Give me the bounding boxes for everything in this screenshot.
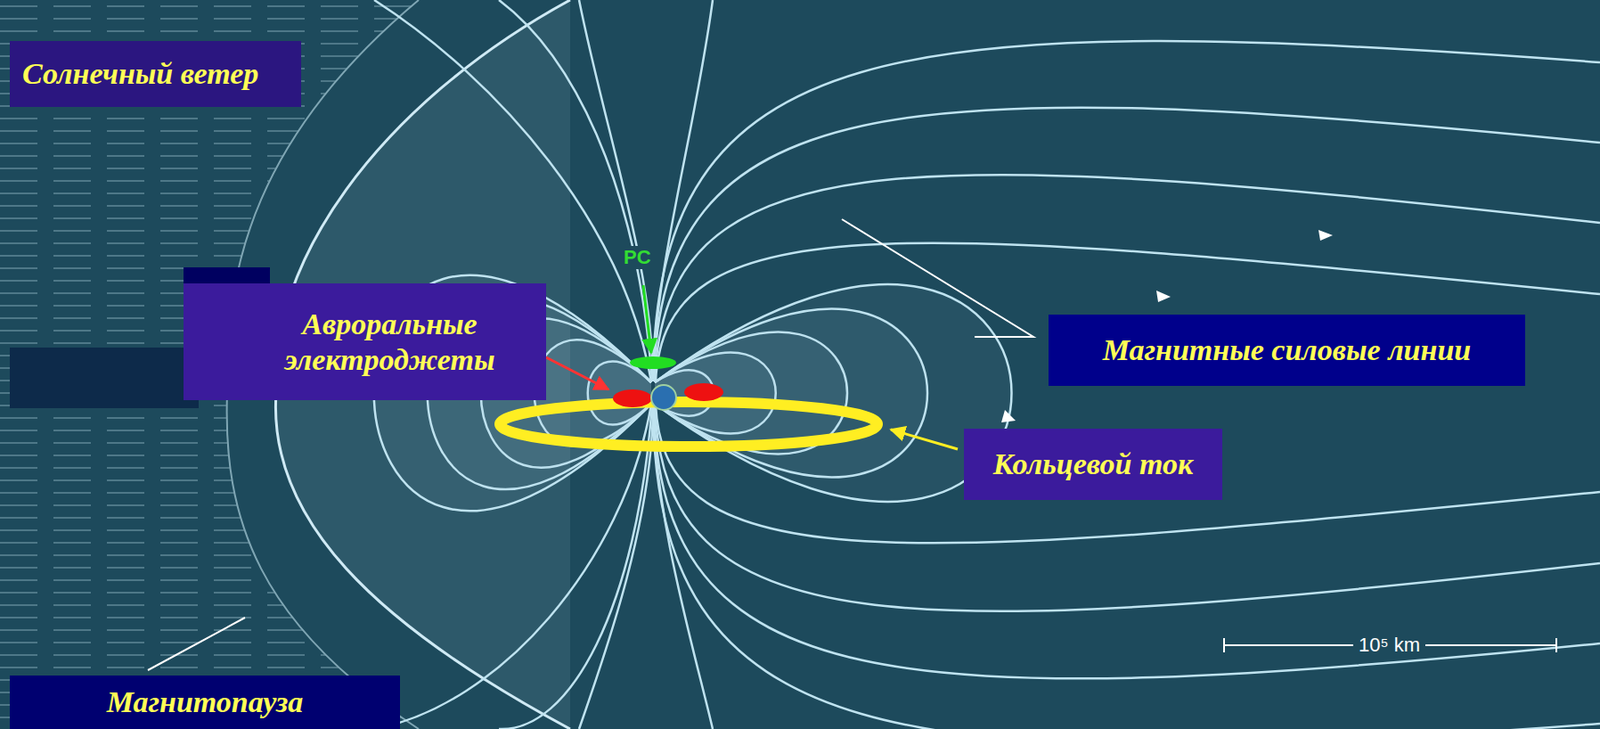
label-text: Магнитные силовые линии <box>1061 332 1513 368</box>
label-box: Магнитопауза <box>9 675 400 729</box>
scale-label: 10⁵ km <box>1353 633 1426 657</box>
label-box: Кольцевой ток <box>963 428 1223 500</box>
leader-line <box>841 219 1034 337</box>
label-text: Солнечный ветер <box>22 56 289 91</box>
leader-arrow <box>546 357 609 390</box>
leader-line <box>147 617 245 670</box>
polar-cap <box>629 356 677 369</box>
electrojet <box>684 383 724 401</box>
decor-patch <box>9 347 199 409</box>
leader-arrow <box>890 429 958 449</box>
electrojet <box>612 389 653 408</box>
label-text: Авроральные электроджеты <box>245 306 534 376</box>
earth <box>651 384 677 410</box>
label-text: Магнитопауза <box>22 684 388 719</box>
label-box: Солнечный ветер <box>9 40 302 107</box>
leader-arrow <box>643 285 652 353</box>
ring-current <box>499 401 878 447</box>
open-field-lines <box>374 0 1600 729</box>
label-box: Авроральные электроджеты <box>183 283 547 400</box>
region-label: PC <box>618 245 657 270</box>
label-text: Кольцевой ток <box>976 446 1210 482</box>
label-box: Магнитные силовые линии <box>1048 314 1526 386</box>
